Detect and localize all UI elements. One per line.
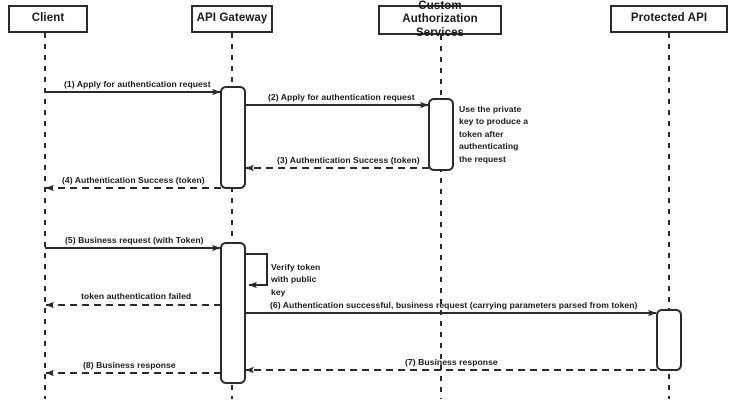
message-label-msg-4: (4) Authentication Success (token) xyxy=(62,175,205,185)
note-line: Use the private xyxy=(459,104,522,114)
activation-bar-act-gateway-auth xyxy=(220,86,246,189)
participant-box-api-gateway: API Gateway xyxy=(191,5,273,33)
participant-box-protected-api: Protected API xyxy=(610,5,728,33)
note-line: authenticating xyxy=(459,141,519,152)
message-label-msg-5: (5) Business request (with Token) xyxy=(65,235,204,245)
note-line: the request xyxy=(459,153,506,164)
participant-box-client: Client xyxy=(8,5,88,33)
note-line: Verify token xyxy=(271,262,321,272)
message-label-msg-token-failed: token authentication failed xyxy=(81,291,192,301)
activation-bar-act-authservice xyxy=(428,98,454,171)
activation-group xyxy=(220,86,682,384)
message-arrow-group xyxy=(45,88,657,377)
activation-bar-act-gateway-business xyxy=(220,242,246,384)
note-line: key to produce a xyxy=(459,116,529,127)
participant-box-custom-authorization-services: Custom Authorization Services xyxy=(378,0,502,39)
message-label-msg-1: (1) Apply for authentication request xyxy=(64,79,211,89)
message-label-msg-self-verify: Verify token with public key xyxy=(271,261,331,298)
note-line: with public key xyxy=(271,274,317,297)
message-label-msg-8: (8) Business response xyxy=(83,360,176,370)
message-label-msg-2: (2) Apply for authentication request xyxy=(268,92,415,102)
message-label-msg-6: (6) Authentication successful, business … xyxy=(270,300,638,310)
activation-bar-act-protected-api xyxy=(656,309,682,371)
message-label-msg-7: (7) Business response xyxy=(405,357,498,367)
message-arrow-msg-self-verify xyxy=(245,253,268,289)
message-label-msg-3: (3) Authentication Success (token) xyxy=(277,155,420,165)
note-line: token after xyxy=(459,128,504,139)
